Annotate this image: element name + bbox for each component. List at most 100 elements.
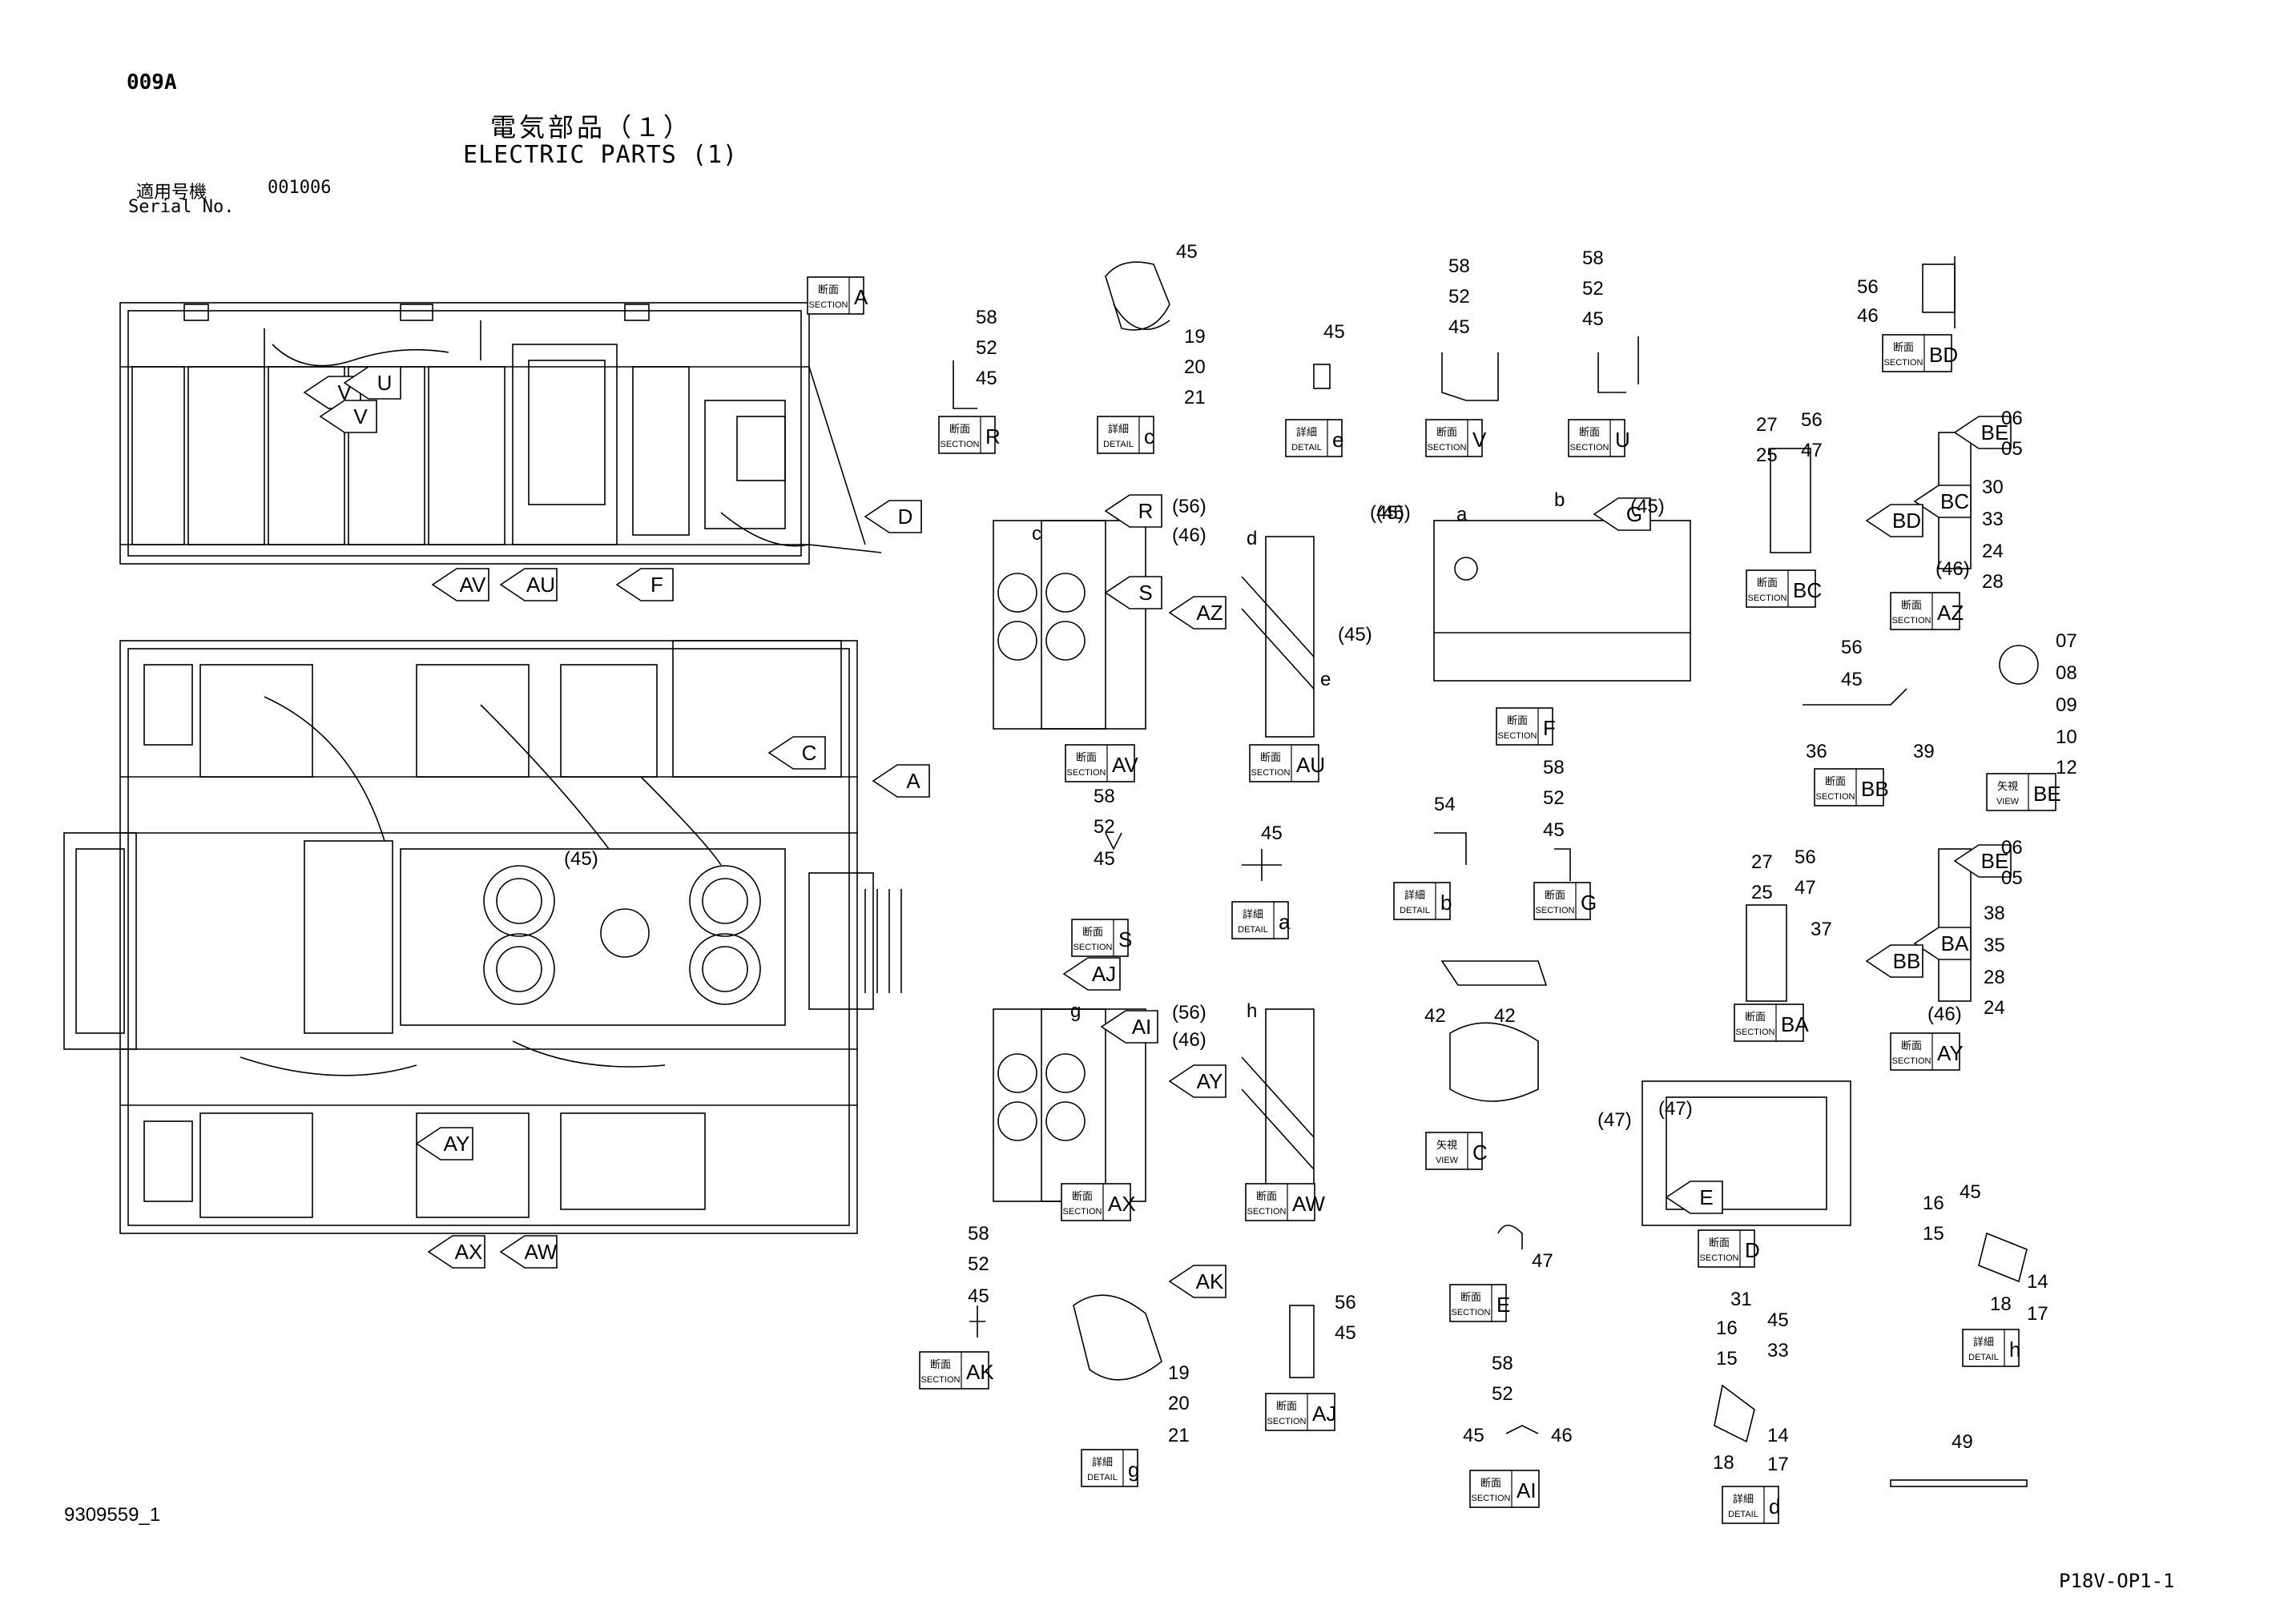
part-number: 16	[1923, 1193, 1944, 1214]
part-number: 27	[1751, 851, 1773, 873]
view-label-en: SECTION	[1063, 1207, 1102, 1217]
view-arrow-BE: BE	[1953, 416, 2012, 449]
view-arrow-E: E	[1665, 1181, 1723, 1214]
part-number: 45	[976, 368, 997, 389]
view-arrow-BD: BD	[1865, 504, 1923, 537]
view-label-sec-V: 断面 SECTION V	[1425, 419, 1487, 457]
part-number: 45	[1960, 1181, 1981, 1203]
view-label-en: SECTION	[1570, 443, 1609, 453]
detail-letter-c: c	[1032, 523, 1041, 545]
detail-letter-b: b	[1554, 489, 1565, 511]
part-number: 30	[1982, 477, 2004, 498]
part-number: 56	[1801, 409, 1823, 431]
part-number: 47	[1801, 440, 1823, 461]
part-number: 25	[1756, 444, 1778, 466]
part-number: 36	[1806, 741, 1827, 762]
view-label-letter: g	[1128, 1458, 1139, 1482]
view-arrow-AJ: AJ	[1062, 957, 1121, 991]
view-label-en: SECTION	[1428, 443, 1467, 453]
view-label-letter: d	[1769, 1494, 1780, 1518]
view-arrow-letter: AV	[460, 573, 486, 597]
view-arrow-letter: BA	[1941, 931, 1969, 955]
view-label-jp: 断面	[1480, 1477, 1501, 1489]
view-label-jp: 断面	[1276, 1400, 1297, 1412]
view-label-jp: 詳細	[1108, 423, 1129, 435]
part-number: 09	[2056, 694, 2077, 716]
view-label-jp: 断面	[1507, 714, 1528, 726]
view-arrow-AI: AI	[1100, 1010, 1158, 1044]
part-number: (47)	[1658, 1098, 1693, 1120]
view-label-en: SECTION	[1247, 1207, 1287, 1217]
part-number: 52	[1448, 286, 1470, 308]
view-arrow-letter: AZ	[1196, 601, 1223, 625]
detail-letter-g: g	[1070, 1000, 1081, 1022]
part-number: 45	[1767, 1309, 1789, 1331]
detail-letter-d: d	[1247, 528, 1257, 549]
part-number: 56	[1857, 276, 1879, 298]
part-number: 45	[1335, 1322, 1356, 1344]
page-code: 009A	[127, 70, 177, 95]
view-label-letter: AV	[1112, 753, 1138, 777]
view-arrow-BB: BB	[1865, 944, 1923, 978]
view-label-jp: 断面	[1757, 577, 1778, 589]
view-label-jp: 詳細	[1296, 426, 1317, 438]
part-number: (46)	[1927, 1004, 1962, 1025]
view-arrow-D: D	[864, 500, 922, 533]
part-number: 17	[2027, 1303, 2048, 1325]
view-label-jp: 詳細	[1973, 1336, 1994, 1348]
view-label-en: DETAIL	[1728, 1510, 1758, 1519]
view-arrow-V: V	[319, 400, 377, 433]
view-label-letter: AU	[1296, 753, 1325, 777]
view-label-jp: 断面	[1082, 926, 1103, 938]
part-number: 16	[1716, 1317, 1738, 1339]
view-arrow-letter: AX	[455, 1240, 483, 1264]
view-label-en: DETAIL	[1400, 906, 1430, 915]
part-number: 21	[1184, 387, 1206, 408]
view-arrow-AK: AK	[1168, 1265, 1227, 1298]
view-arrow-letter: AK	[1196, 1269, 1224, 1293]
view-label-en: SECTION	[1498, 731, 1537, 741]
part-number: 37	[1811, 919, 1832, 940]
part-number: 15	[1923, 1223, 1944, 1245]
view-label-letter: V	[1472, 428, 1487, 452]
view-arrow-letter: A	[906, 769, 920, 793]
part-number: 47	[1795, 877, 1816, 899]
part-number: (47)	[1597, 1109, 1632, 1131]
part-number: 45	[1841, 669, 1863, 690]
view-label-letter: e	[1332, 428, 1343, 452]
view-arrow-AZ: AZ	[1168, 596, 1227, 629]
part-number: 58	[1094, 786, 1115, 807]
view-arrow-BC: BC	[1913, 485, 1972, 518]
part-number: 24	[1982, 541, 2004, 562]
part-number: (46)	[1172, 525, 1206, 546]
lower-plan-view	[63, 640, 902, 1234]
part-number: (45)	[1376, 502, 1411, 524]
view-label-letter: h	[2009, 1337, 2020, 1362]
view-label-letter: F	[1543, 716, 1556, 740]
view-label-en: SECTION	[1700, 1253, 1739, 1263]
view-label-jp: 断面	[949, 423, 970, 435]
part-number: 52	[968, 1253, 989, 1275]
part-number: 18	[1713, 1452, 1734, 1474]
detail-letter-h: h	[1247, 1000, 1257, 1022]
part-number: 39	[1913, 741, 1935, 762]
view-arrow-letter: AY	[444, 1132, 470, 1156]
part-number: 05	[2001, 867, 2023, 889]
view-label-jp: 断面	[1436, 426, 1457, 438]
part-number: 49	[1952, 1431, 1973, 1453]
title-japanese: 電気部品（１）	[490, 112, 693, 143]
view-label-jp: 断面	[1545, 889, 1565, 901]
part-number: 46	[1551, 1425, 1573, 1446]
part-number: 56	[1335, 1292, 1356, 1313]
view-arrow-letter: BB	[1893, 949, 1921, 973]
